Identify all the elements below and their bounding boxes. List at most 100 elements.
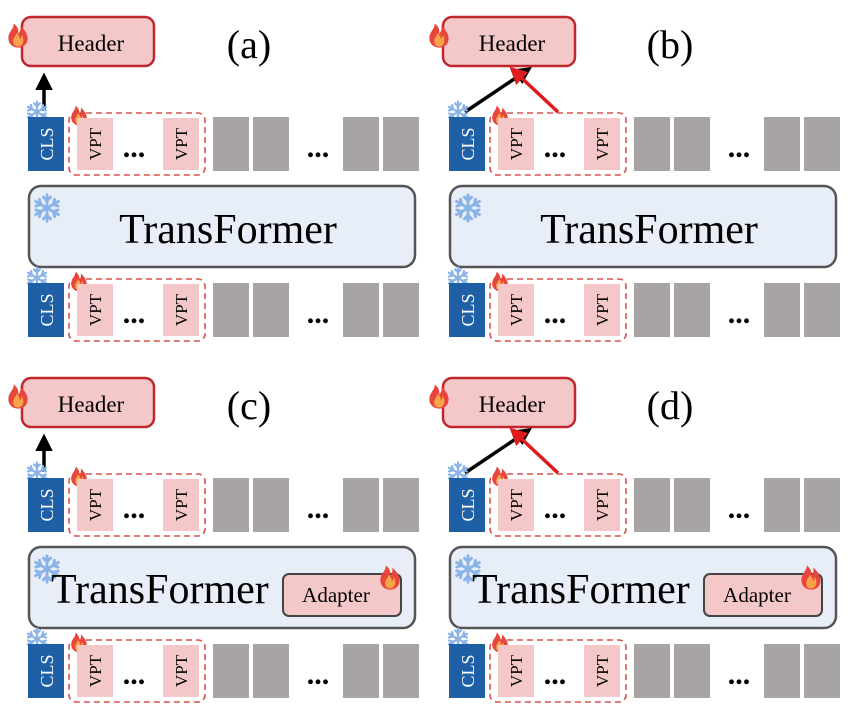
vpt-token	[584, 645, 620, 697]
patch-token	[383, 117, 419, 171]
transformer-block	[448, 184, 838, 269]
vpt-ellipsis: ...	[123, 297, 146, 330]
vpt-arrow	[509, 427, 560, 475]
cls-token-label: CLS	[37, 293, 57, 326]
patch-ellipsis: ...	[307, 297, 330, 330]
patch-token	[343, 117, 379, 171]
patch-token	[253, 283, 289, 337]
cls-token-label: CLS	[37, 488, 57, 521]
cls-token-label: CLS	[458, 127, 478, 160]
vpt-token	[498, 118, 534, 170]
vpt-token-label: VPT	[593, 654, 612, 687]
patch-token	[343, 644, 379, 698]
vpt-prompt-group	[68, 112, 206, 176]
transformer-block	[27, 184, 417, 269]
transformer-label: TransFormer	[472, 567, 690, 613]
vpt-token-label: VPT	[172, 654, 191, 687]
vpt-prompt-group	[489, 473, 627, 537]
vpt-token-label: VPT	[507, 127, 526, 160]
cls-token	[449, 478, 485, 532]
vpt-token-label: VPT	[86, 654, 105, 687]
patch-token	[253, 478, 289, 532]
header-label: Header	[58, 31, 125, 56]
vpt-token	[163, 284, 199, 336]
vpt-ellipsis: ...	[123, 492, 146, 525]
adapter-box	[282, 573, 402, 617]
vpt-token-label: VPT	[507, 654, 526, 687]
vpt-arrow	[509, 66, 560, 114]
vpt-token	[77, 118, 113, 170]
vpt-token	[584, 118, 620, 170]
patch-token	[213, 478, 249, 532]
patch-token	[634, 283, 670, 337]
patch-token	[764, 644, 800, 698]
patch-token	[804, 283, 840, 337]
patch-token	[383, 644, 419, 698]
patch-token	[343, 478, 379, 532]
transformer-label: TransFormer	[119, 207, 337, 253]
vpt-token	[77, 479, 113, 531]
cls-token-label: CLS	[458, 488, 478, 521]
panel-label: (b)	[647, 22, 694, 67]
patch-token	[764, 283, 800, 337]
cls-token	[28, 644, 64, 698]
vpt-token-label: VPT	[172, 488, 191, 521]
vpt-token	[77, 645, 113, 697]
patch-ellipsis: ...	[728, 492, 751, 525]
patch-token	[804, 644, 840, 698]
vpt-token	[77, 284, 113, 336]
vpt-token	[498, 479, 534, 531]
vpt-token	[163, 479, 199, 531]
vpt-ellipsis: ...	[544, 658, 567, 691]
patch-ellipsis: ...	[728, 131, 751, 164]
cls-token-label: CLS	[458, 293, 478, 326]
patch-token	[804, 117, 840, 171]
patch-token	[634, 478, 670, 532]
patch-ellipsis: ...	[728, 297, 751, 330]
vpt-ellipsis: ...	[123, 131, 146, 164]
patch-token	[674, 478, 710, 532]
patch-token	[674, 644, 710, 698]
patch-token	[253, 644, 289, 698]
patch-ellipsis: ...	[307, 658, 330, 691]
patch-token	[383, 283, 419, 337]
patch-token	[253, 117, 289, 171]
patch-token	[383, 478, 419, 532]
vpt-prompt-group	[489, 278, 627, 342]
vpt-token-label: VPT	[507, 293, 526, 326]
patch-token	[213, 283, 249, 337]
cls-token	[28, 283, 64, 337]
vpt-token	[498, 645, 534, 697]
patch-token	[213, 117, 249, 171]
cls-token-label: CLS	[37, 127, 57, 160]
vpt-token-label: VPT	[593, 293, 612, 326]
transformer-label: TransFormer	[540, 207, 758, 253]
vpt-token-label: VPT	[593, 488, 612, 521]
adapter-label: Adapter	[723, 583, 791, 607]
patch-token	[764, 117, 800, 171]
vpt-token-label: VPT	[172, 127, 191, 160]
vpt-token-label: VPT	[507, 488, 526, 521]
cls-token-label: CLS	[458, 654, 478, 687]
cls-token	[449, 117, 485, 171]
vpt-token	[584, 479, 620, 531]
panel-label: (c)	[227, 383, 271, 428]
header-label: Header	[479, 31, 546, 56]
patch-token	[343, 283, 379, 337]
vpt-prompt-group	[68, 278, 206, 342]
vpt-token	[498, 284, 534, 336]
patch-ellipsis: ...	[728, 658, 751, 691]
vpt-token	[584, 284, 620, 336]
cls-token	[449, 283, 485, 337]
patch-token	[674, 283, 710, 337]
vpt-token-label: VPT	[86, 127, 105, 160]
vpt-token-label: VPT	[593, 127, 612, 160]
panel-label: (d)	[647, 383, 694, 428]
adapter-label: Adapter	[302, 583, 370, 607]
vpt-prompt-group	[489, 639, 627, 703]
header-label: Header	[58, 392, 125, 417]
